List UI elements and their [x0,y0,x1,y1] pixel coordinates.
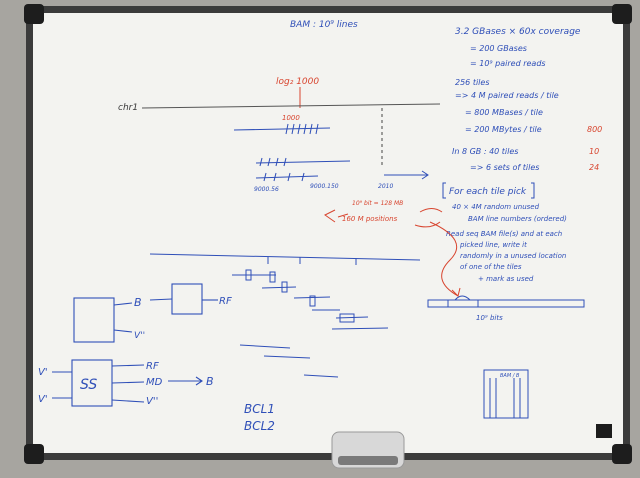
calc-line-6: = 800 MBases / tile [465,108,543,117]
left-b: B [134,296,142,309]
bcl2-label: BCL2 [244,419,275,433]
frame-corner-tr [612,4,632,24]
left-md: MD [146,377,163,388]
chr-axis-line [141,103,441,109]
file-sketch-label: BAM / B [500,373,520,379]
box-middle-top [171,283,203,315]
calc-line-3: = 10⁹ paired reads [470,59,546,68]
plan-line-7: of one of the tiles [460,263,522,271]
left-v1b: V' [38,394,48,405]
left-v2: V'' [134,331,145,341]
calc-line-7: = 200 MBytes / tile [465,125,542,134]
left-b2: B [206,375,214,388]
file-sketch [483,369,529,419]
calc-line-4: 256 tiles [455,78,489,87]
calc-line-9: => 6 sets of tiles [470,163,539,172]
bits-label: 10⁹ bits [476,314,503,322]
tick-b-label: 9000.150 [310,183,339,190]
plan-line-5: picked line, write it [459,241,527,249]
plan-line-2: 40 × 4M random unused [452,203,540,211]
calc-line-2: = 200 GBases [470,44,527,53]
plan-line-6: randomly in a unused location [460,252,566,260]
red-log-note: log₂ 1000 [276,77,319,87]
left-v2b: V'' [146,396,158,407]
chr-label: chr1 [118,103,138,113]
box-left-top [73,297,115,343]
left-v1a: V' [38,367,48,378]
plan-line-3: BAM line numbers (ordered) [468,215,567,223]
ss-label: SS [80,377,97,393]
plan-line-8: + mark as used [478,275,534,283]
red-bits-note: 10⁹ bit = 128 MB [352,200,403,207]
plan-line-4: Read seq BAM file(s) and at each [446,230,562,238]
calc-line-1: 3.2 GBases × 60x coverage [455,27,581,37]
frame-corner-br [612,444,632,464]
tick-c-label: 2010 [378,183,393,190]
bit-array [427,299,585,308]
calc-line-8: In 8 GB : 40 tiles [452,147,518,156]
tick-1000-label: 1000 [282,114,300,122]
frame-corner-bl [24,444,44,464]
red-positions-note: 160 M positions [342,215,398,223]
calc-line-8-red: 10 [589,147,599,156]
tick-a-label: 9000.56 [254,186,279,193]
calc-line-9-red: 24 [589,163,599,172]
whiteboard-surface [33,13,623,453]
left-rf: RF [219,296,232,307]
calc-line-5: => 4 M paired reads / tile [455,91,559,100]
header-text: BAM : 10⁹ lines [290,20,358,30]
frame-corner-tl [24,4,44,24]
left-rf2: RF [146,361,159,372]
calc-line-7-red: 800 [587,125,602,134]
plan-line-1: For each tile pick [449,187,527,197]
bcl1-label: BCL1 [244,402,275,416]
magnet [596,424,612,438]
